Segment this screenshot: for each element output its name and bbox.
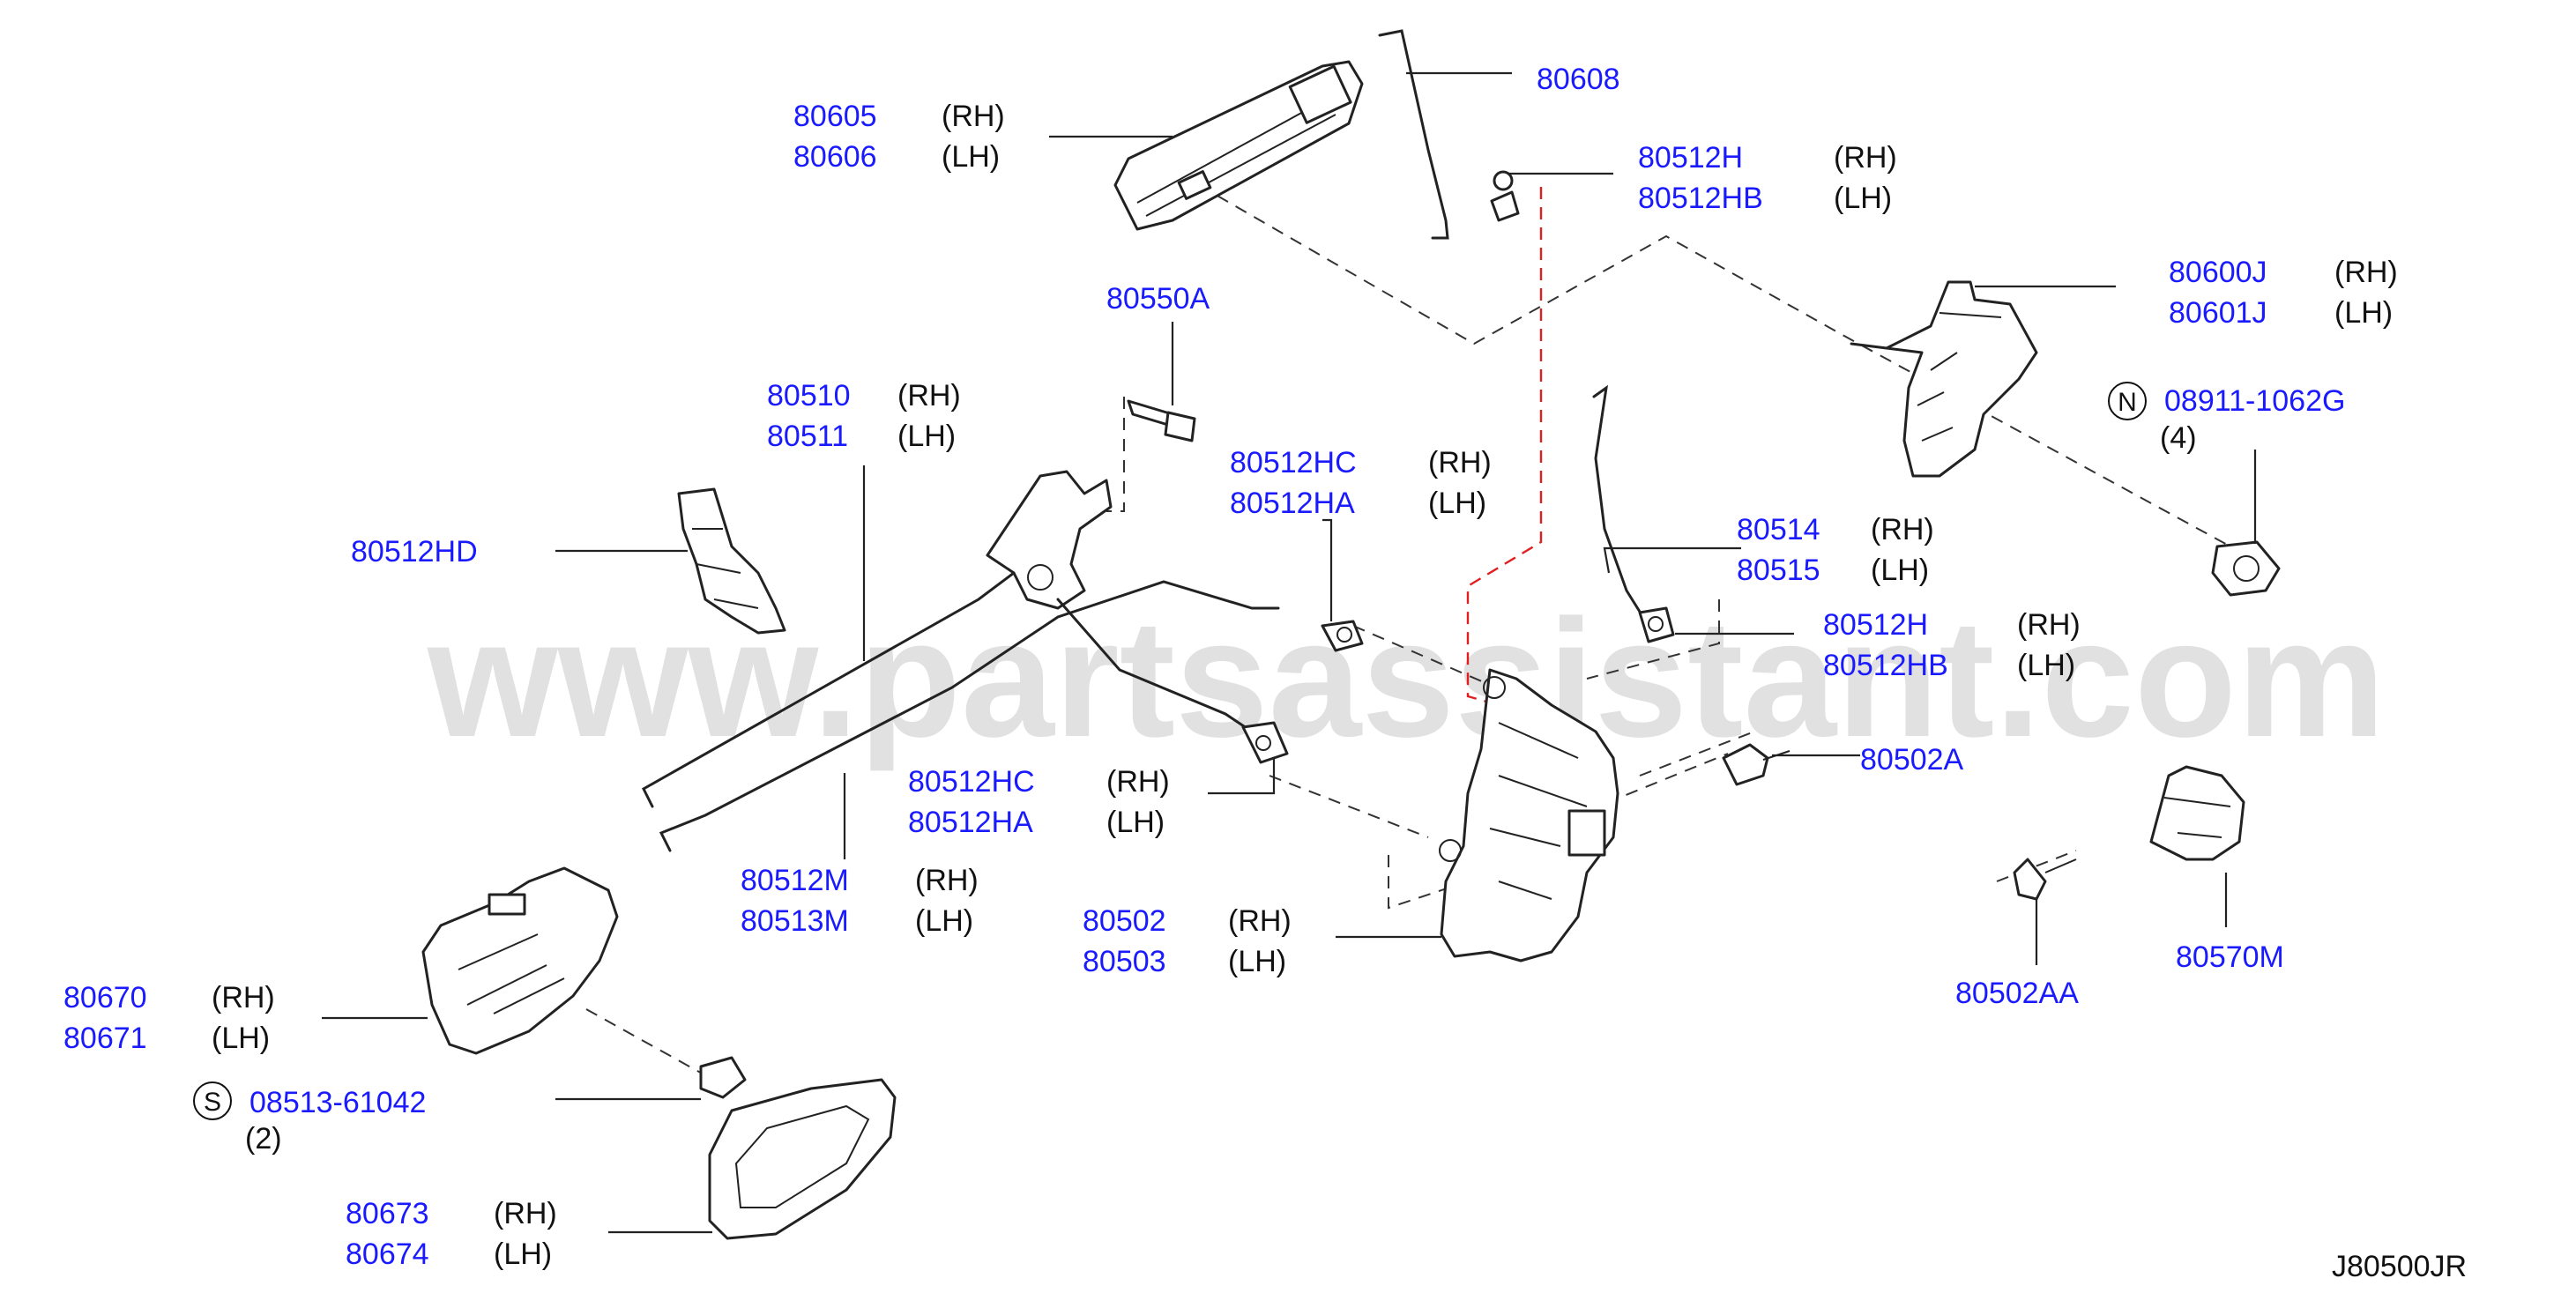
callout-part-80606: 80606 [793,140,877,174]
callout-part-80512hb-top: 80512HB [1638,182,1763,215]
callout-part-80671: 80671 [63,1022,147,1055]
callout-part-80512ha-lower: 80512HA [908,806,1033,839]
bracket-80512hd [677,487,786,635]
callout-part-80605: 80605 [793,100,877,133]
callout-side-80510: (RH) [897,379,961,412]
callout-part-80511: 80511 [767,420,848,453]
callout-side-80674: (LH) [494,1237,552,1271]
callout-part-80674: 80674 [346,1237,429,1271]
callout-side-80502: (RH) [1228,904,1292,938]
rod-80510 [642,571,1016,808]
callout-part-80515: 80515 [1737,554,1820,587]
nut-08911 [2211,540,2281,597]
callout-part-80512hd: 80512HD [351,535,478,569]
callout-part-80512hb-lower: 80512HB [1823,649,1948,682]
callout-side-80512hb-top: (LH) [1834,182,1892,215]
callout-part-08513: 08513-61042 [249,1086,426,1119]
clip-80512hc-lower [1241,721,1289,764]
callout-part-80550a: 80550A [1106,282,1210,316]
callout-part-80503: 80503 [1083,945,1166,978]
callout-side-80512m: (RH) [915,864,979,897]
callout-side-80512ha-upper: (LH) [1428,487,1486,520]
callout-part-80512hc-lower: 80512HC [908,765,1035,799]
callout-qty-08513: (2) [245,1122,282,1156]
callout-part-80608: 80608 [1537,63,1620,96]
callout-part-80513m: 80513M [741,904,849,938]
callout-side-80514: (RH) [1871,513,1934,546]
callout-part-80510: 80510 [767,379,851,412]
callout-side-80512h-lower: (RH) [2017,608,2081,642]
callout-side-80503: (LH) [1228,945,1286,978]
diagram-reference-code: J80500JR [2332,1250,2467,1283]
callout-side-80511: (LH) [897,420,956,453]
callout-side-80512h-top: (RH) [1834,141,1897,175]
callout-part-80600j: 80600J [2169,256,2267,289]
callout-symbol-circle-n [2108,382,2147,420]
callout-side-80512hc-lower: (RH) [1106,765,1170,799]
callout-part-80570m: 80570M [2176,940,2284,974]
callout-side-80606: (LH) [942,140,1000,174]
rod-80512m [659,580,1280,852]
inside-handle [421,866,619,1055]
escutcheon [708,1078,897,1240]
callout-part-80502: 80502 [1083,904,1166,938]
callout-side-80670: (RH) [212,981,275,1014]
callout-part-08911: 08911-1062G [2164,384,2345,418]
callout-side-80512hc-upper: (RH) [1428,446,1492,479]
callout-part-80502aa: 80502AA [1955,977,2079,1010]
rod-link [1056,598,1254,733]
door-lock-actuator [1439,668,1619,962]
callout-part-80601j: 80601J [2169,296,2267,330]
callout-side-80673: (RH) [494,1197,557,1230]
callout-part-80512h-lower: 80512H [1823,608,1928,642]
clip-80512h-top [1490,170,1520,222]
screw-08513 [699,1056,747,1099]
callout-part-80502a: 80502A [1860,743,1964,777]
callout-part-80512ha-upper: 80512HA [1230,487,1355,520]
callout-part-80673: 80673 [346,1197,429,1230]
outside-handle [1113,60,1364,231]
callout-symbol-n: N [2118,388,2137,417]
striker-80570m [2149,765,2245,861]
clip-80512h-lower [1638,606,1675,643]
callout-symbol-s: S [204,1088,221,1117]
callout-part-80512h-top: 80512H [1638,141,1743,175]
bellcrank-lever [986,470,1113,610]
leader-lines [322,71,2257,1234]
clip-80512hc-upper [1321,620,1364,652]
callout-side-80513m: (LH) [915,904,973,938]
rod-80608 [1378,29,1449,240]
key-cylinder [1850,280,2038,478]
callout-qty-08911: (4) [2160,421,2197,455]
callout-side-80512ha-lower: (LH) [1106,806,1165,839]
callout-part-80512m: 80512M [741,864,849,897]
callout-side-80601j: (LH) [2334,296,2393,330]
screw-80502aa [2013,858,2077,901]
callout-side-80600j: (RH) [2334,256,2398,289]
callout-part-80514: 80514 [1737,513,1820,546]
callout-part-80670: 80670 [63,981,147,1014]
callout-side-80515: (LH) [1871,554,1929,587]
bolt-80550a [1127,399,1196,442]
callout-side-80671: (LH) [212,1022,270,1055]
callout-part-80512hc-upper: 80512HC [1230,446,1357,479]
rod-80514 [1592,384,1650,628]
callout-side-80605: (RH) [942,100,1005,133]
callout-symbol-circle-s [193,1081,232,1120]
callout-side-80512hb-lower: (LH) [2017,649,2075,682]
